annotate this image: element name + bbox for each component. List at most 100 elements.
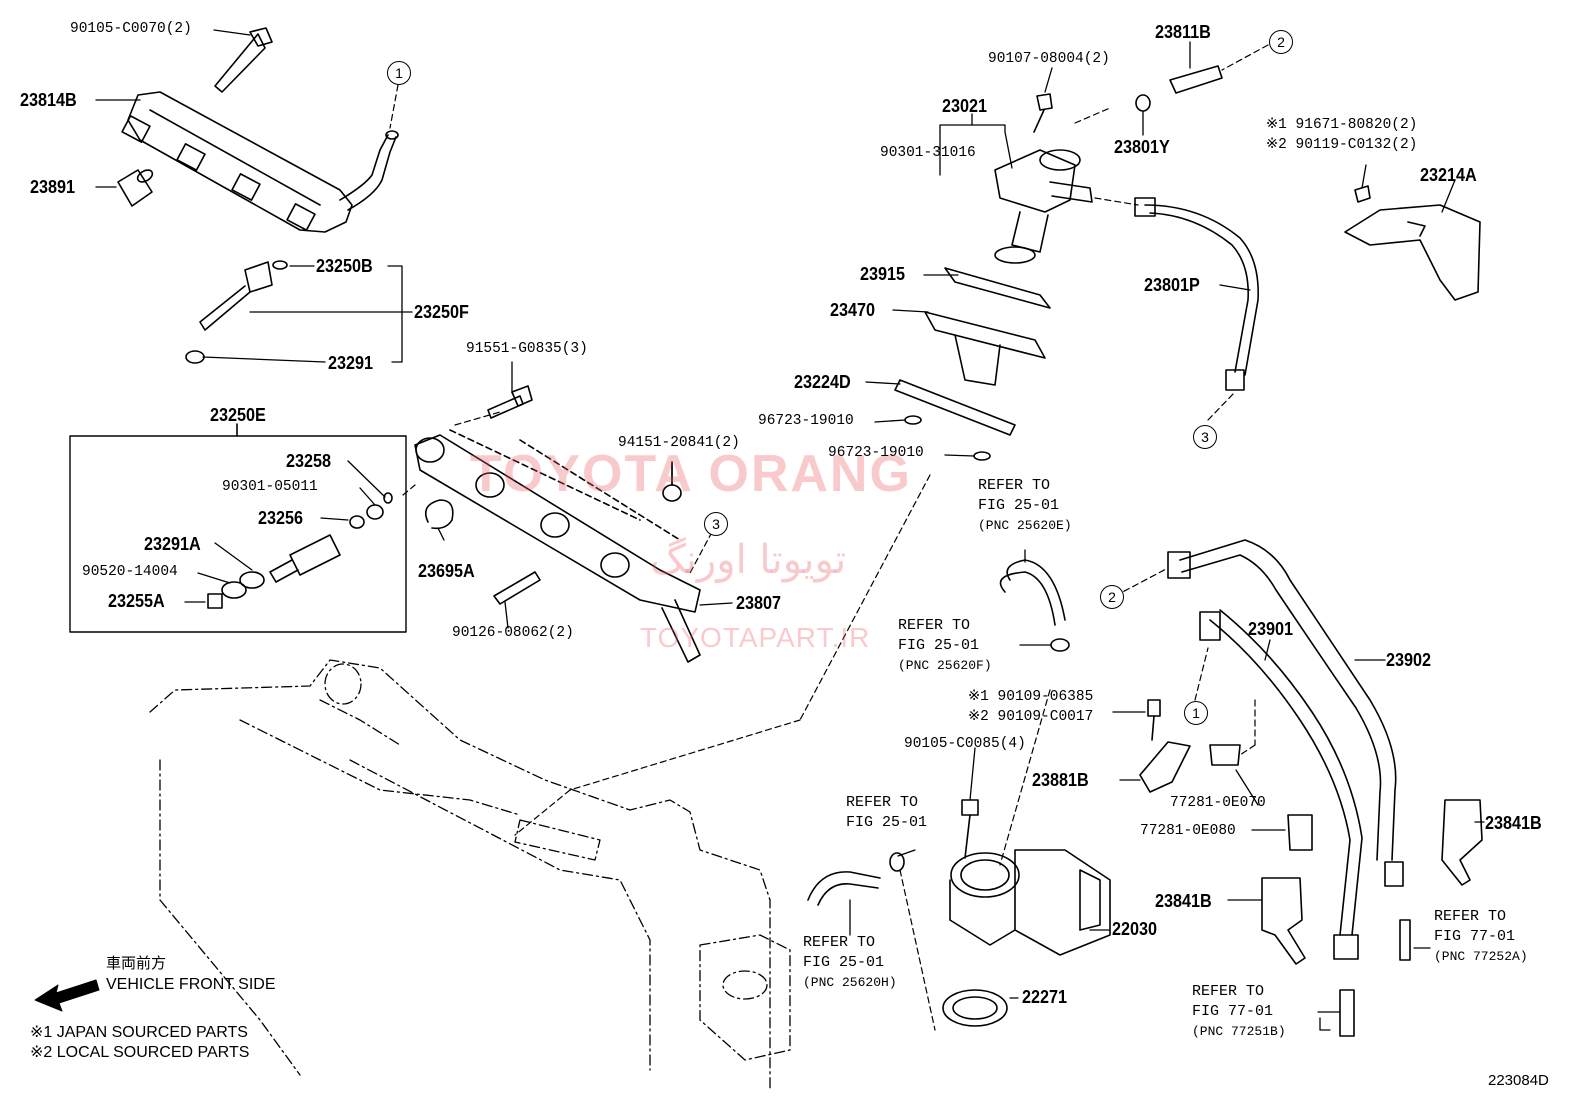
label-23250b: 23250B [316, 256, 373, 276]
refer-block-25620f: REFER TO FIG 25-01 (PNC 25620F) [898, 616, 992, 676]
stud-90126-drawing [493, 571, 541, 605]
label-23881b: 23881B [1032, 770, 1089, 790]
bolt-90107-drawing [1033, 93, 1053, 133]
label-90301-31016: 90301-31016 [880, 145, 976, 161]
label-90119-c0132: ※2 90119-C0132(2) [1266, 137, 1418, 153]
bolt-90105-c0085-drawing [961, 799, 979, 859]
engine-outline-drawing [149, 659, 791, 1091]
refer-line1: REFER TO [803, 934, 876, 951]
bolt-90105-c0070-drawing [214, 27, 273, 93]
note-local-sourced: ※2 LOCAL SOURCED PARTS [30, 1044, 250, 1061]
label-90105-c0085: 90105-C0085(4) [904, 736, 1026, 752]
watermark-brand: TOYOTA ORANG [470, 445, 912, 503]
valve-23841b-a-drawing [1441, 799, 1483, 886]
refer-line2: FIG 25-01 [803, 954, 885, 971]
label-23814b: 23814B [20, 90, 77, 110]
bracket-23214a-drawing [1344, 185, 1481, 301]
refer-pnc: (PNC 77251B) [1192, 1024, 1286, 1039]
note-japan-sourced: ※1 JAPAN SOURCED PARTS [30, 1024, 248, 1041]
label-23695a: 23695A [418, 561, 475, 581]
label-23291: 23291 [328, 353, 374, 373]
label-23258: 23258 [286, 451, 332, 471]
direction-label-en: VEHICLE FRONT SIDE [106, 976, 276, 993]
label-96723-19010-a: 96723-19010 [758, 413, 854, 429]
label-94151-20841: 94151-20841(2) [618, 435, 740, 451]
clip-25620f-drawing [1050, 638, 1070, 652]
label-90109-c0017: ※2 90109-C0017 [968, 709, 1094, 725]
bolt-90109-drawing [1147, 699, 1161, 741]
label-23902: 23902 [1386, 650, 1432, 670]
spacer-23891-drawing [117, 169, 154, 207]
label-22030: 22030 [1112, 919, 1158, 939]
label-91551-g0835: 91551-G0835(3) [466, 341, 588, 357]
fuel-rail-23807-drawing [414, 429, 701, 663]
label-23841b-a: 23841B [1485, 813, 1542, 833]
label-23021: 23021 [942, 96, 988, 116]
label-23256: 23256 [258, 508, 304, 528]
label-23807: 23807 [736, 593, 782, 613]
label-23250f: 23250F [414, 302, 469, 322]
label-90107-08004: 90107-08004(2) [988, 51, 1110, 67]
label-90301-05011: 90301-05011 [222, 479, 318, 495]
clip-23695a-drawing [424, 499, 454, 530]
fuel-delivery-pipe-drawing [121, 91, 399, 233]
lifter-23470-drawing [924, 311, 1046, 386]
connector-3-rail: 3 [704, 512, 728, 536]
label-23901: 23901 [1248, 619, 1294, 639]
figure-id: 223084D [1488, 1072, 1549, 1089]
label-90126-08062: 90126-08062(2) [452, 625, 574, 641]
pipe-23801p-drawing [1134, 197, 1259, 391]
label-23915: 23915 [860, 264, 906, 284]
gasket-23801y-drawing [1135, 94, 1151, 112]
label-23255a: 23255A [108, 591, 165, 611]
connector-1-top: 1 [387, 61, 411, 85]
label-23470: 23470 [830, 300, 876, 320]
refer-block-77251b: REFER TO FIG 77-01 (PNC 77251B) [1192, 982, 1286, 1042]
connector-1-hose: 1 [1184, 701, 1208, 725]
clip-25-01-drawing [889, 852, 905, 872]
label-23801y: 23801Y [1114, 137, 1170, 157]
refer-line1: REFER TO [1192, 983, 1265, 1000]
watermark-url: TOYOTAPART.IR [640, 622, 871, 653]
label-22271: 22271 [1022, 987, 1068, 1007]
hose-77252a-drawing [1399, 919, 1411, 961]
refer-line2: FIG 25-01 [898, 637, 980, 654]
label-23291a: 23291A [144, 534, 201, 554]
label-23224d: 23224D [794, 372, 851, 392]
refer-line2: FIG 77-01 [1192, 1003, 1274, 1020]
refer-line1: REFER TO [898, 617, 971, 634]
refer-block-25-01: REFER TO FIG 25-01 [846, 793, 927, 833]
label-77281-0e070: 77281-0E070 [1170, 795, 1266, 811]
refer-pnc: (PNC 25620H) [803, 975, 897, 990]
label-90520-14004: 90520-14004 [82, 564, 178, 580]
refer-line2: FIG 25-01 [846, 814, 928, 831]
refer-block-77252a: REFER TO FIG 77-01 (PNC 77252A) [1434, 907, 1528, 967]
refer-line2: FIG 77-01 [1434, 928, 1516, 945]
refer-pnc: (PNC 25620F) [898, 658, 992, 673]
hose-77251b-drawing [1339, 989, 1355, 1037]
oring-96723-a-drawing [904, 415, 922, 425]
label-90105-c0070: 90105-C0070(2) [70, 21, 192, 37]
leader-lines [95, 29, 1485, 1031]
fuel-pump-23021-drawing [994, 149, 1093, 253]
label-96723-19010-b: 96723-19010 [828, 445, 924, 461]
dashed-connections [389, 44, 1269, 1031]
connector-2-top: 2 [1269, 30, 1293, 54]
refer-line1: REFER TO [846, 794, 919, 811]
front-direction-arrow-icon [34, 979, 100, 1012]
oring-96723-b-drawing [973, 451, 991, 461]
refer-pnc: (PNC 25620E) [978, 518, 1072, 533]
label-23250e: 23250E [210, 405, 266, 425]
label-23811b: 23811B [1155, 22, 1211, 42]
label-90109-06385: ※1 90109-06385 [968, 689, 1094, 705]
label-23841b-b: 23841B [1155, 891, 1212, 911]
direction-label-jp: 車両前方 [106, 954, 167, 972]
hose-25620h-drawing [807, 871, 881, 906]
gasket-23915-drawing [944, 267, 1051, 309]
hose-23901-drawing [1199, 609, 1363, 960]
watermark-brand-fa: تویوتا اورنگ [650, 537, 847, 583]
label-91671-80820: ※1 91671-80820(2) [1266, 117, 1418, 133]
clamp-77281-0e070-drawing [1209, 744, 1241, 766]
